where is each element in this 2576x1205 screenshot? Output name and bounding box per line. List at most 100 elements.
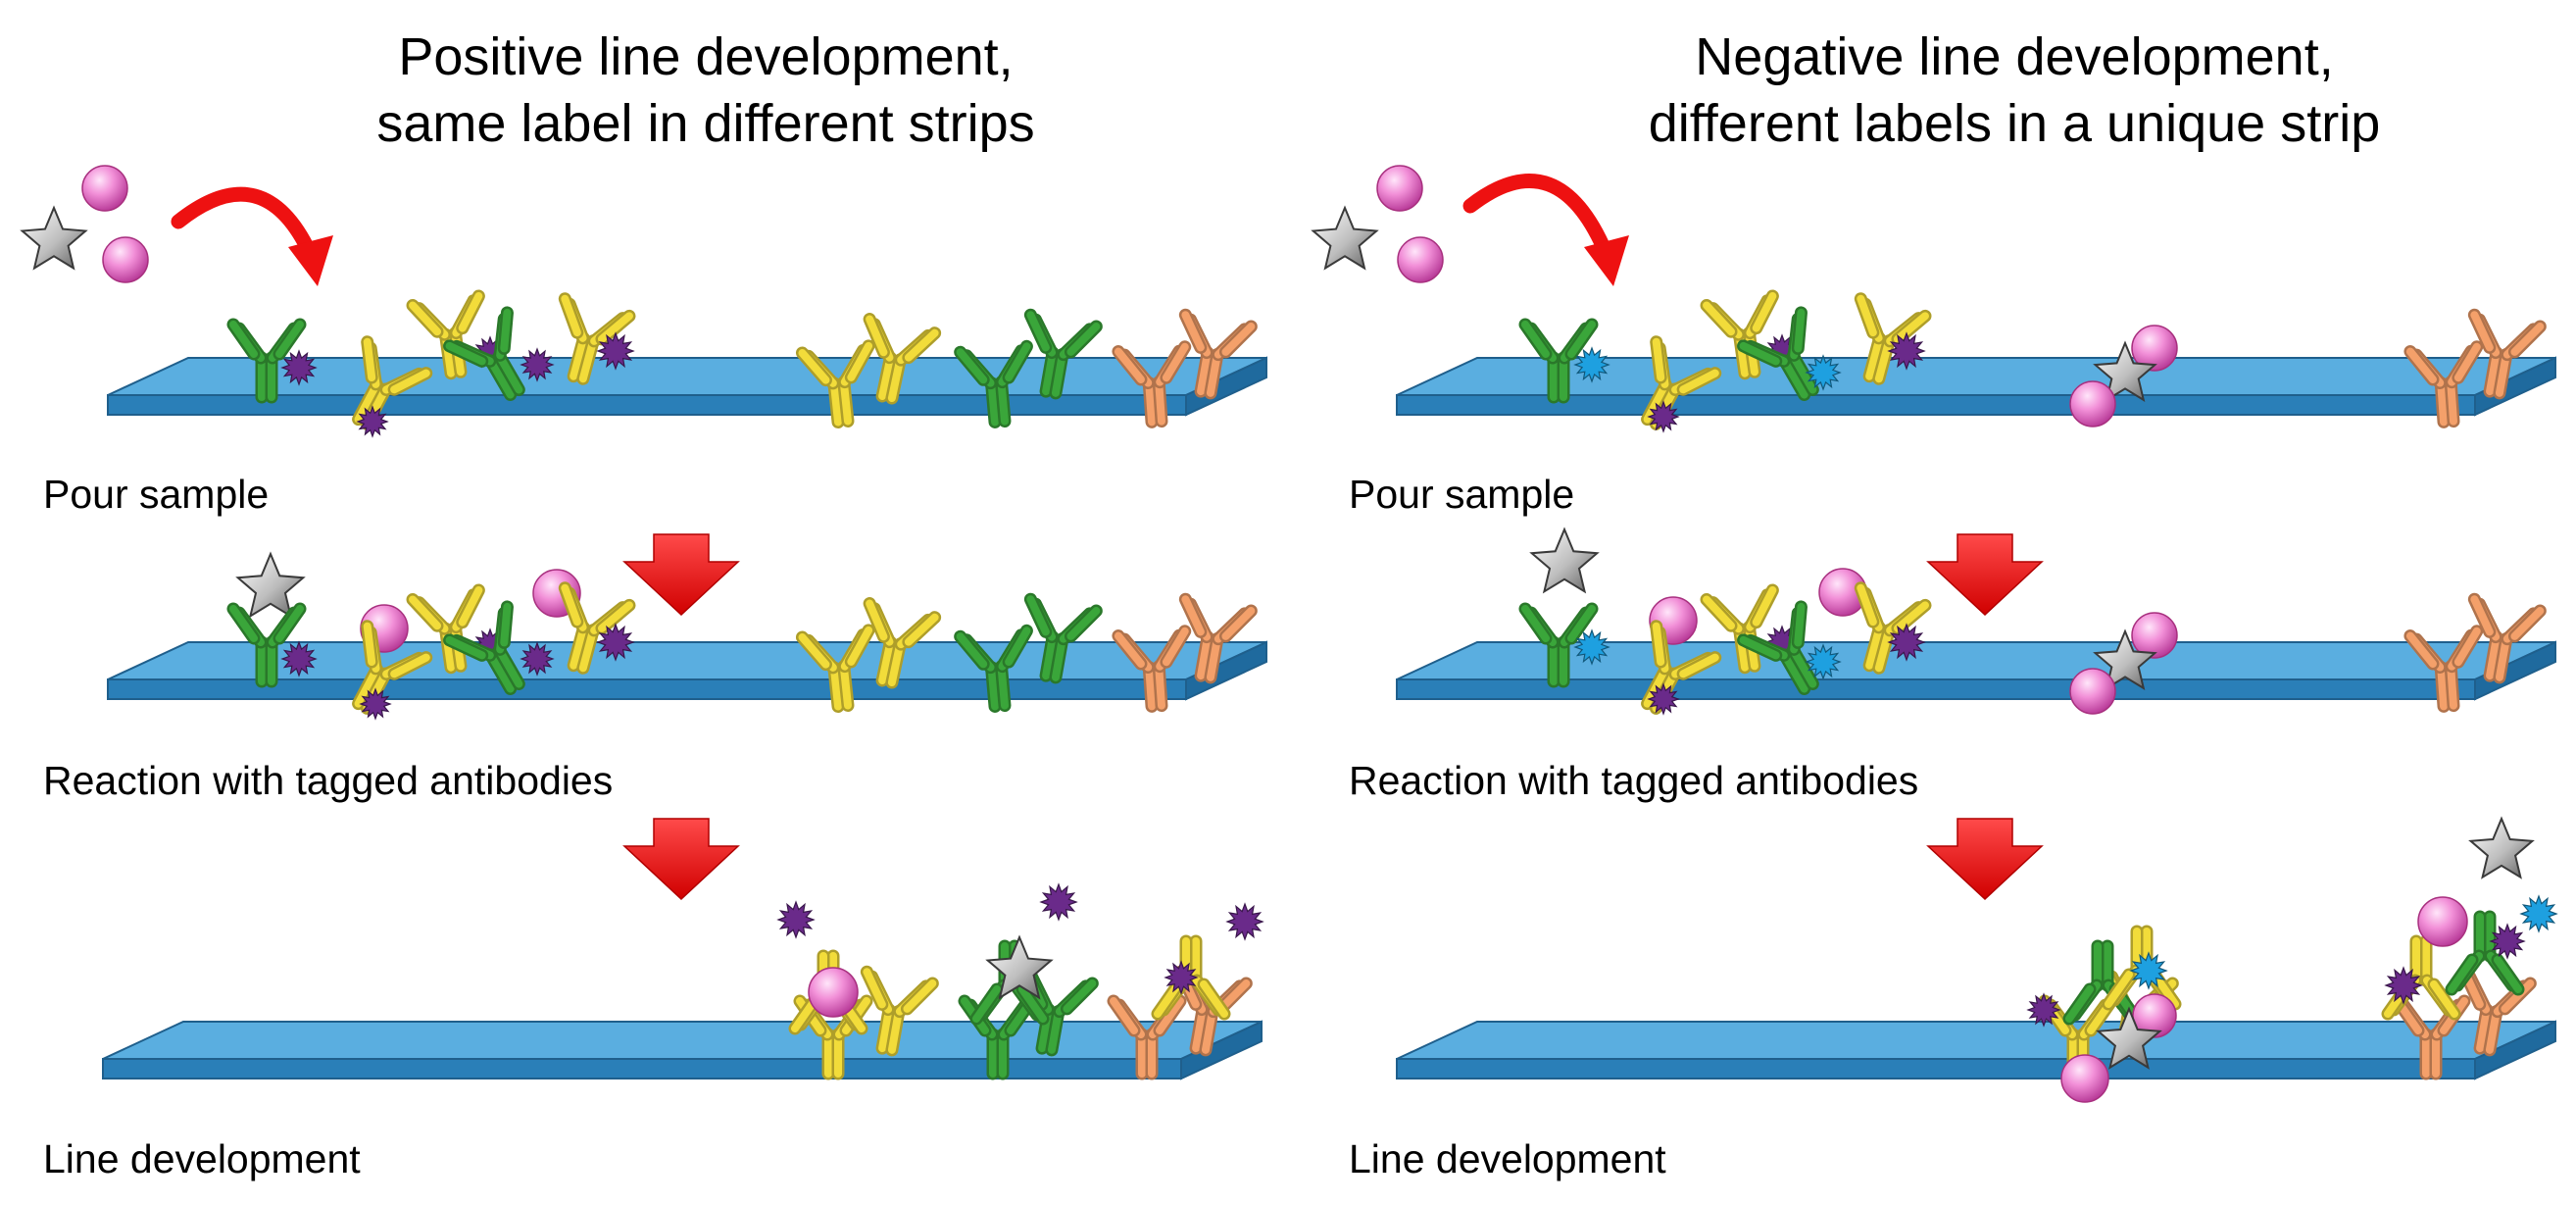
- antibody-icon: [226, 318, 307, 404]
- right-step-1-label: Pour sample: [1349, 472, 1574, 517]
- antibody-icon: [2467, 592, 2547, 684]
- star-icon: [985, 934, 1054, 1000]
- antibody-icon: [1178, 592, 1258, 684]
- antibody-icon: [2467, 308, 2547, 400]
- antibody-icon: [1112, 340, 1192, 428]
- blue-tag-icon: [1573, 628, 1610, 666]
- purple-tag-icon: [280, 640, 318, 678]
- antibody-icon: [352, 335, 433, 430]
- left-step-3-label: Line development: [43, 1136, 361, 1181]
- purple-tag-icon: [1647, 682, 1680, 716]
- purple-tag-icon: [2026, 992, 2061, 1028]
- star-icon: [2468, 816, 2535, 879]
- purple-tag-icon: [1887, 331, 1926, 371]
- blue-tag-icon: [1573, 346, 1610, 383]
- star-icon: [2093, 628, 2157, 691]
- antibody-icon: [443, 306, 525, 401]
- left-strip-2: [107, 640, 1267, 701]
- purple-tag-icon: [776, 900, 816, 939]
- antibody-icon: [1518, 602, 1599, 688]
- sphere-icon: [2060, 1054, 2109, 1103]
- left-strip-3: [102, 1020, 1263, 1080]
- star-icon: [1311, 205, 1379, 271]
- left-step-1-label: Pour sample: [43, 472, 269, 517]
- antibody-icon: [1023, 592, 1103, 684]
- purple-tag-icon: [1039, 882, 1078, 922]
- right-strip-2: [1396, 640, 2556, 701]
- blue-tag-icon: [2519, 894, 2558, 933]
- antibody-icon: [558, 292, 636, 385]
- right-step-3-label: Line development: [1349, 1136, 1666, 1181]
- right-strip-1: [1396, 356, 2556, 417]
- down-arrow-icon: [622, 818, 740, 901]
- left-title-line2: same label in different strips: [376, 94, 1034, 153]
- sphere-icon: [1397, 236, 1444, 283]
- purple-tag-icon: [2489, 923, 2526, 960]
- purple-tag-icon: [356, 405, 389, 438]
- star-icon: [2093, 340, 2157, 403]
- star-icon: [235, 551, 306, 619]
- purple-tag-icon: [1164, 960, 1199, 995]
- right-title-line1: Negative line development,: [1695, 27, 2333, 86]
- purple-tag-icon: [1225, 902, 1264, 941]
- down-arrow-icon: [1926, 533, 2044, 617]
- antibody-icon: [795, 624, 875, 714]
- sphere-icon: [2069, 668, 2116, 715]
- antibody-icon: [1178, 308, 1258, 400]
- left-title-line1: Positive line development,: [398, 27, 1013, 86]
- down-arrow-icon: [1926, 818, 2044, 901]
- antibody-icon: [406, 289, 485, 380]
- star-icon: [2096, 1006, 2162, 1070]
- purple-tag-icon: [1887, 623, 1926, 662]
- antibody-icon: [1854, 292, 1932, 385]
- purple-tag-icon: [2384, 966, 2423, 1005]
- sphere-icon: [2131, 612, 2178, 659]
- antibody-icon: [1518, 318, 1599, 404]
- antibody-icon: [443, 600, 525, 695]
- antibody-icon: [795, 339, 875, 429]
- purple-tag-icon: [596, 331, 635, 371]
- antibody-icon: [863, 313, 942, 405]
- antibody-icon: [954, 339, 1033, 428]
- sphere-icon: [2131, 325, 2178, 372]
- purple-tag-icon: [520, 641, 555, 677]
- antibody-icon: [1737, 600, 1819, 695]
- sphere-icon: [81, 165, 128, 212]
- antibody-icon: [954, 624, 1033, 713]
- sphere-icon: [808, 967, 859, 1018]
- curved-arrow-icon: [1462, 174, 1629, 286]
- antibody-icon: [226, 602, 307, 688]
- antibody-icon: [2403, 340, 2484, 428]
- sphere-icon: [102, 236, 149, 283]
- diagram-items: [20, 165, 2558, 1103]
- right-title-line2: different labels in a unique strip: [1649, 94, 2380, 153]
- antibody-icon: [1700, 289, 1779, 380]
- left-step-2-label: Reaction with tagged antibodies: [43, 758, 613, 803]
- right-step-2-label: Reaction with tagged antibodies: [1349, 758, 1918, 803]
- sphere-icon: [2069, 380, 2116, 427]
- purple-tag-icon: [359, 687, 392, 721]
- test-strips: [102, 356, 2556, 1080]
- blue-tag-icon: [1805, 643, 1842, 680]
- down-arrow-icon: [622, 533, 740, 617]
- antibody-icon: [1112, 625, 1192, 713]
- antibody-icon: [2445, 910, 2525, 996]
- sphere-icon: [2132, 993, 2177, 1038]
- curved-arrow-icon: [171, 186, 333, 286]
- sphere-icon: [1376, 165, 1423, 212]
- antibody-icon: [558, 581, 636, 675]
- left-strip-1: [107, 356, 1267, 417]
- purple-tag-icon: [520, 347, 555, 382]
- antibody-icon: [1854, 581, 1932, 675]
- right-strip-3: [1396, 1020, 2556, 1080]
- purple-tag-icon: [596, 623, 635, 662]
- antibody-icon: [1737, 306, 1819, 401]
- antibody-icon: [860, 965, 939, 1057]
- star-icon: [1529, 527, 1600, 594]
- blue-tag-icon: [1805, 354, 1842, 391]
- antibody-icon: [1023, 308, 1103, 400]
- sphere-icon: [2417, 896, 2468, 947]
- antibody-icon: [2403, 625, 2484, 713]
- blue-tag-icon: [2129, 951, 2168, 990]
